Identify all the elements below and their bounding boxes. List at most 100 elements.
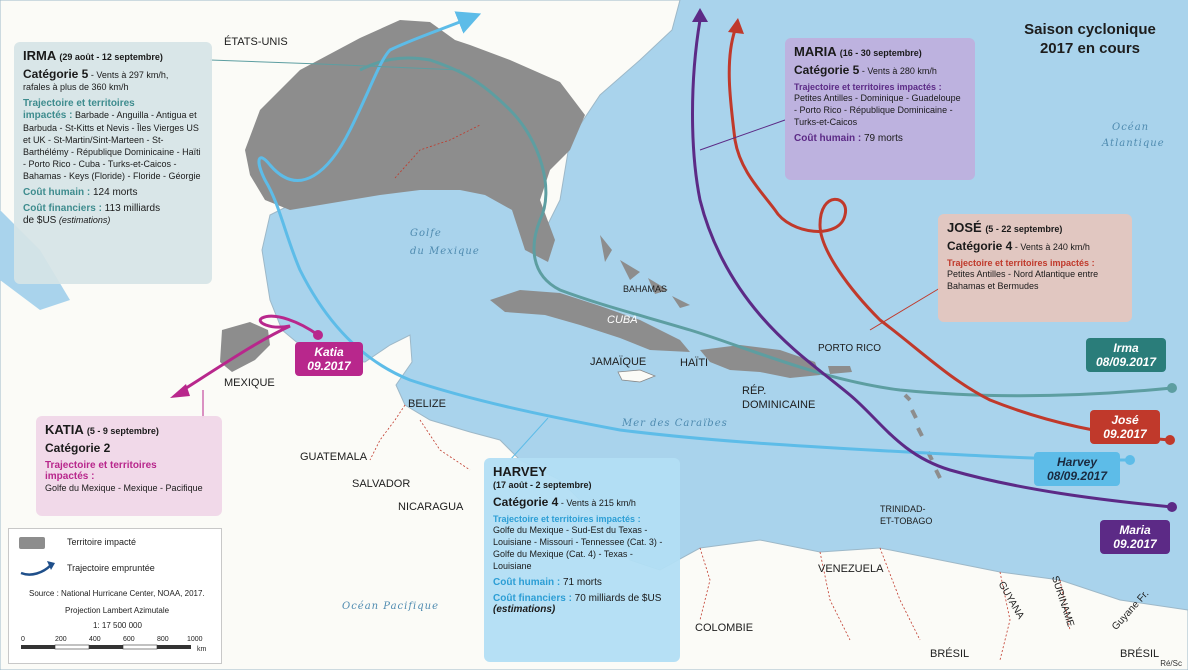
jose-track — [727, 29, 1171, 442]
label-guatemala: GUATEMALA — [300, 451, 368, 463]
jose-info-box: JOSÉ (5 - 22 septembre) Catégorie 4 - Ve… — [938, 214, 1132, 322]
connectors — [202, 59, 941, 461]
scale-unit: km — [197, 646, 207, 653]
katia-arrow-head — [170, 384, 190, 398]
jose-tag-name: José — [1111, 413, 1139, 427]
maria-info-box: MARIA (16 - 30 septembre) Catégorie 5 - … — [785, 38, 975, 180]
scale-tick-3: 600 — [123, 636, 135, 643]
scale-tick-1: 200 — [55, 636, 67, 643]
harvey-tag-date: 08/09.2017 — [1046, 469, 1108, 483]
label-usa: ÉTATS-UNIS — [224, 36, 288, 48]
credit-mark: Ré/Sc — [1160, 659, 1182, 668]
irma-traj-title-1: Trajectoire et territoires — [23, 98, 135, 109]
label-caribbean: Mer des Caraïbes — [622, 418, 728, 429]
label-gulf-2: du Mexique — [410, 246, 480, 257]
label-atlantic-2: Atlantique — [1102, 138, 1165, 149]
harvey-traj-title: Trajectoire et territoires impactés : — [493, 514, 641, 524]
maria-category: Catégorie 5 - Vents à 280 km/h — [794, 63, 937, 77]
borders — [369, 124, 1071, 661]
katia-traj-title-2: impactés : — [45, 471, 95, 482]
legend-impacted-swatch — [19, 537, 45, 549]
label-bahamas: BAHAMAS — [623, 284, 668, 294]
jose-tag: José 09.2017 — [1090, 410, 1160, 444]
irma-end-dot — [1167, 383, 1177, 393]
jose-heading: JOSÉ (5 - 22 septembre) — [947, 220, 1063, 235]
maria-territories: Petites Antilles - Dominique - Guadeloup… — [794, 93, 961, 127]
katia-territories: Golfe du Mexique - Mexique - Pacifique — [45, 483, 203, 493]
irma-tag: Irma 08/09.2017 — [1086, 338, 1166, 372]
katia-traj-title-1: Trajectoire et territoires — [45, 460, 157, 471]
jose-traj-title: Trajectoire et territoires impactés : — [947, 258, 1095, 268]
jose-territories: Petites Antilles - Nord Atlantique entre… — [947, 269, 1099, 291]
legend-trajectory-icon — [20, 561, 55, 576]
legend-impacted-label: Territoire impacté — [67, 537, 137, 547]
legend-scale-bar: 0 200 400 600 800 1000 km — [21, 636, 207, 653]
label-nicaragua: NICARAGUA — [398, 501, 464, 513]
jose-category: Catégorie 4 - Vents à 240 km/h — [947, 239, 1090, 253]
usa-impacted-area — [245, 20, 585, 262]
label-jamaica: JAMAÏQUE — [590, 356, 647, 368]
irma-financial-cost: Coût financiers : 113 milliards — [23, 203, 161, 214]
irma-category: Catégorie 5 - Vents à 297 km/h, — [23, 67, 169, 81]
harvey-category: Catégorie 4 - Vents à 215 km/h — [493, 495, 636, 509]
label-atlantic-1: Océan — [1112, 122, 1150, 133]
katia-end-dot — [313, 330, 323, 340]
label-salvador: SALVADOR — [352, 478, 411, 490]
irma-financial-note: de $US (estimations) — [23, 215, 111, 226]
irma-human-cost: Coût humain : 124 morts — [23, 187, 138, 198]
harvey-end-dot — [1125, 455, 1135, 465]
katia-tag-name: Katia — [314, 345, 344, 359]
irma-heading: IRMA (29 août - 12 septembre) — [23, 48, 163, 63]
hispaniola-island — [700, 345, 820, 378]
legend-trajectory-label: Trajectoire empruntée — [67, 563, 155, 573]
katia-category: Catégorie 2 — [45, 441, 111, 455]
jose-tag-date: 09.2017 — [1103, 427, 1147, 441]
harvey-territories: Golfe du Mexique - Sud-Est du Texas - Lo… — [493, 525, 663, 571]
harvey-human-cost: Coût humain : 71 morts — [493, 577, 602, 588]
irma-info-box: IRMA (29 août - 12 septembre) Catégorie … — [14, 42, 212, 284]
maria-human-cost: Coût humain : 79 morts — [794, 133, 903, 144]
harvey-tag-name: Harvey — [1056, 455, 1098, 469]
harvey-dates: (17 août - 2 septembre) — [493, 480, 592, 490]
harvey-heading: HARVEY — [493, 464, 547, 479]
label-bresil-1: BRÉSIL — [930, 648, 970, 660]
scale-tick-2: 400 — [89, 636, 101, 643]
label-dominican-1: RÉP. — [742, 385, 767, 397]
maria-arrow-head — [692, 8, 708, 22]
harvey-financial-note: (estimations) — [493, 604, 556, 615]
irma-tag-name: Irma — [1113, 341, 1139, 355]
bahamas-islands — [600, 235, 690, 308]
irma-tag-date: 08/09.2017 — [1095, 355, 1157, 369]
jose-end-dot — [1165, 435, 1175, 445]
label-mexico: MEXIQUE — [224, 377, 275, 389]
katia-tag-date: 09.2017 — [307, 359, 351, 373]
legend-source: Source : National Hurricane Center, NOAA… — [29, 589, 205, 598]
katia-track — [179, 314, 319, 394]
katia-heading: KATIA (5 - 9 septembre) — [45, 422, 159, 437]
label-bresil-2: BRÉSIL — [1120, 648, 1160, 660]
harvey-tag: Harvey 08/09.2017 — [1034, 452, 1120, 486]
label-trinidad-1: TRINIDAD- — [880, 504, 926, 514]
irma-gusts: rafales à plus de 360 km/h — [23, 82, 129, 92]
maria-tag-name: Maria — [1119, 523, 1151, 537]
label-belize: BELIZE — [408, 398, 446, 410]
title-line-2: 2017 en cours — [1039, 40, 1141, 57]
label-colombia: COLOMBIE — [695, 622, 754, 634]
maria-heading: MARIA (16 - 30 septembre) — [794, 44, 922, 59]
label-cuba: CUBA — [607, 314, 638, 326]
maria-end-dot — [1167, 502, 1177, 512]
maria-traj-title: Trajectoire et territoires impactés : — [794, 82, 942, 92]
puerto-rico-island — [828, 366, 852, 374]
cuba-island — [490, 290, 690, 352]
legend-projection: Projection Lambert Azimutale — [65, 606, 170, 615]
scale-tick-0: 0 — [21, 636, 25, 643]
katia-info-box: KATIA (5 - 9 septembre) Catégorie 2 Traj… — [36, 416, 222, 516]
label-haiti: HAÏTI — [680, 357, 709, 369]
jamaica-island — [617, 369, 657, 383]
label-puerto-rico: PORTO RICO — [818, 343, 881, 354]
jose-arrow-head — [728, 18, 744, 34]
maria-tag: Maria 09.2017 — [1100, 520, 1170, 554]
katia-tag: Katia 09.2017 — [295, 342, 363, 376]
legend-scale-ratio: 1: 17 500 000 — [93, 621, 142, 630]
